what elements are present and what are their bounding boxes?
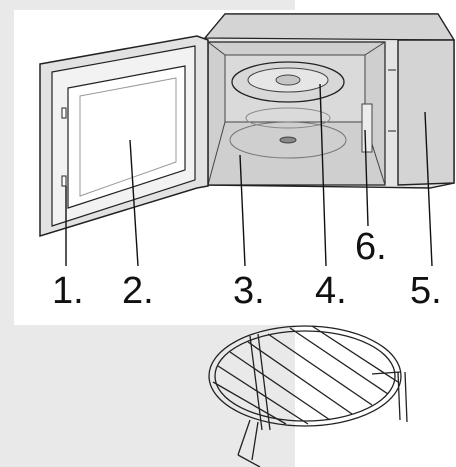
callout-label-3: 3. — [233, 270, 265, 312]
glass-tray — [231, 61, 345, 103]
turntable-support — [229, 107, 347, 159]
waveguide-cover — [361, 69, 396, 153]
background-panel-bottom — [0, 325, 295, 467]
control-panel — [397, 39, 455, 186]
callout-label-2: 2. — [122, 270, 154, 312]
callout-label-4: 4. — [315, 270, 347, 312]
microwave-door — [39, 35, 209, 238]
door-latches — [61, 107, 67, 187]
wire-rack — [208, 325, 408, 467]
callout-label-1: 1. — [52, 270, 84, 312]
callout-label-6: 6. — [355, 226, 387, 268]
background-panel-left — [0, 0, 14, 325]
background-panel-top — [0, 0, 295, 10]
callout-leader-lines — [65, 83, 433, 267]
callout-label-5: 5. — [410, 270, 442, 312]
